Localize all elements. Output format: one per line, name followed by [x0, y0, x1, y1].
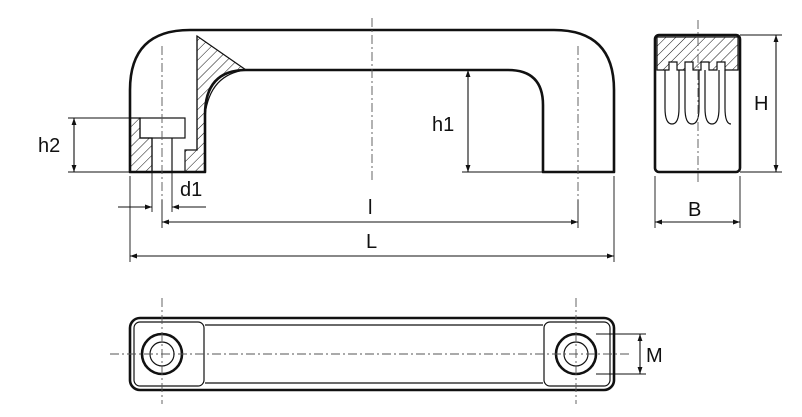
dimension-l: l — [161, 197, 579, 228]
bottom-view — [110, 298, 630, 404]
side-hatch — [656, 36, 739, 71]
label-l: l — [368, 197, 372, 219]
dimension-d1: d1 — [118, 172, 206, 212]
insert-rect — [139, 117, 186, 139]
dimension-h1: h1 — [432, 69, 543, 173]
label-B: B — [688, 199, 701, 221]
dimension-L: L — [129, 176, 615, 262]
side-view — [653, 20, 742, 182]
label-d1: d1 — [180, 179, 202, 201]
side-rib — [724, 70, 732, 125]
section-hatch-top — [184, 34, 248, 173]
side-rib — [664, 70, 680, 125]
dimension-B: B — [654, 176, 741, 228]
label-L: L — [366, 231, 377, 253]
side-rib — [704, 70, 720, 125]
dimension-h2: h2 — [38, 117, 140, 173]
side-outline — [653, 33, 742, 174]
side-rib — [684, 70, 700, 125]
label-M: M — [646, 345, 663, 367]
dimension-H: H — [740, 34, 782, 173]
label-H: H — [754, 93, 768, 115]
label-h1: h1 — [432, 114, 454, 136]
front-view — [128, 18, 616, 200]
dimension-M: M — [596, 333, 663, 375]
label-h2: h2 — [38, 135, 60, 157]
